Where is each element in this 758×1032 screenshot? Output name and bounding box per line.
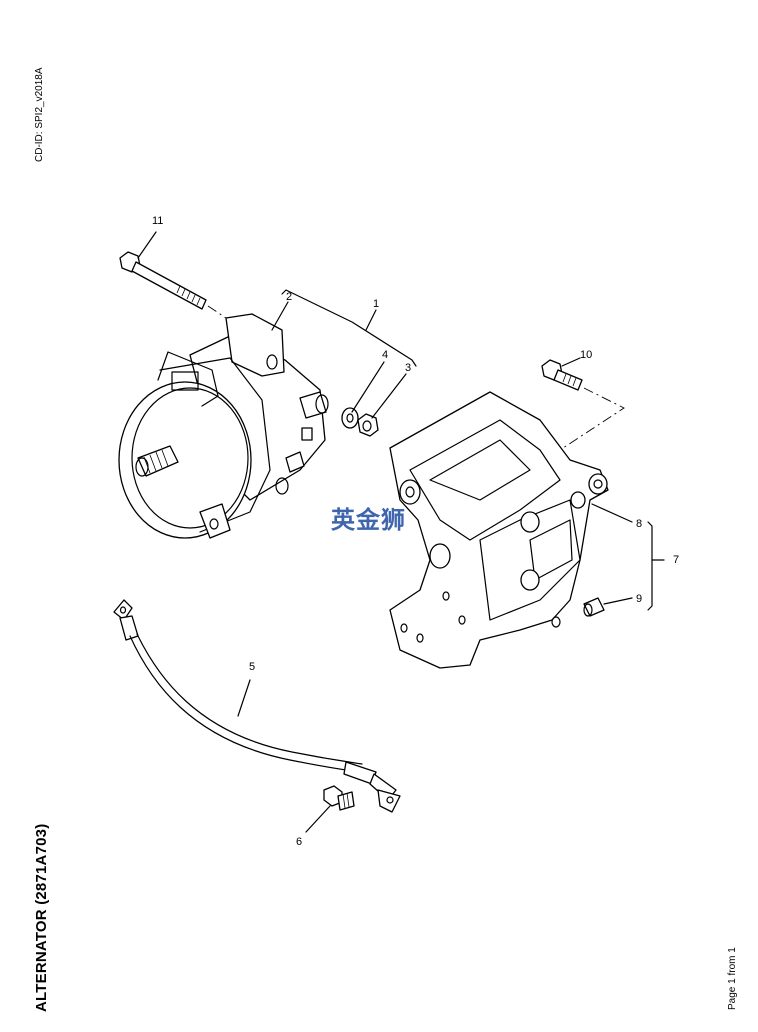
callout-1: 1 [373, 298, 379, 310]
callout-7: 7 [673, 554, 679, 566]
leader-4 [351, 361, 385, 413]
bolt-part-11[interactable] [119, 251, 207, 310]
cable-part-5[interactable] [113, 599, 401, 813]
leader-5 [237, 679, 251, 717]
leader-8 [591, 503, 633, 523]
bolt-part-10[interactable] [541, 359, 583, 391]
callout-3: 3 [405, 362, 411, 374]
washer-part-4[interactable] [341, 407, 359, 429]
callout-6: 6 [296, 836, 302, 848]
callout-10: 10 [580, 349, 592, 361]
screw-part-6[interactable] [323, 785, 355, 811]
leader-6 [305, 805, 331, 833]
callout-5: 5 [249, 661, 255, 673]
leader-10 [561, 357, 581, 367]
callout-9: 9 [636, 593, 642, 605]
leader-9 [603, 597, 633, 605]
alternator-part-2[interactable] [118, 313, 329, 539]
nut-part-3[interactable] [357, 413, 379, 437]
pin-part-9[interactable] [583, 597, 605, 617]
bracket-part-8[interactable] [389, 391, 609, 669]
callout-11: 11 [152, 215, 163, 227]
callout-4: 4 [382, 349, 388, 361]
group-bracket-1 [281, 289, 417, 367]
leader-1 [365, 309, 377, 331]
callout-8: 8 [636, 518, 642, 530]
group-bracket-7 [647, 521, 665, 611]
callout-2: 2 [286, 291, 292, 303]
watermark-logo: 英金狮 [331, 506, 406, 534]
leader-11 [137, 231, 157, 259]
leader-2 [271, 301, 289, 331]
leader-3 [371, 373, 407, 419]
